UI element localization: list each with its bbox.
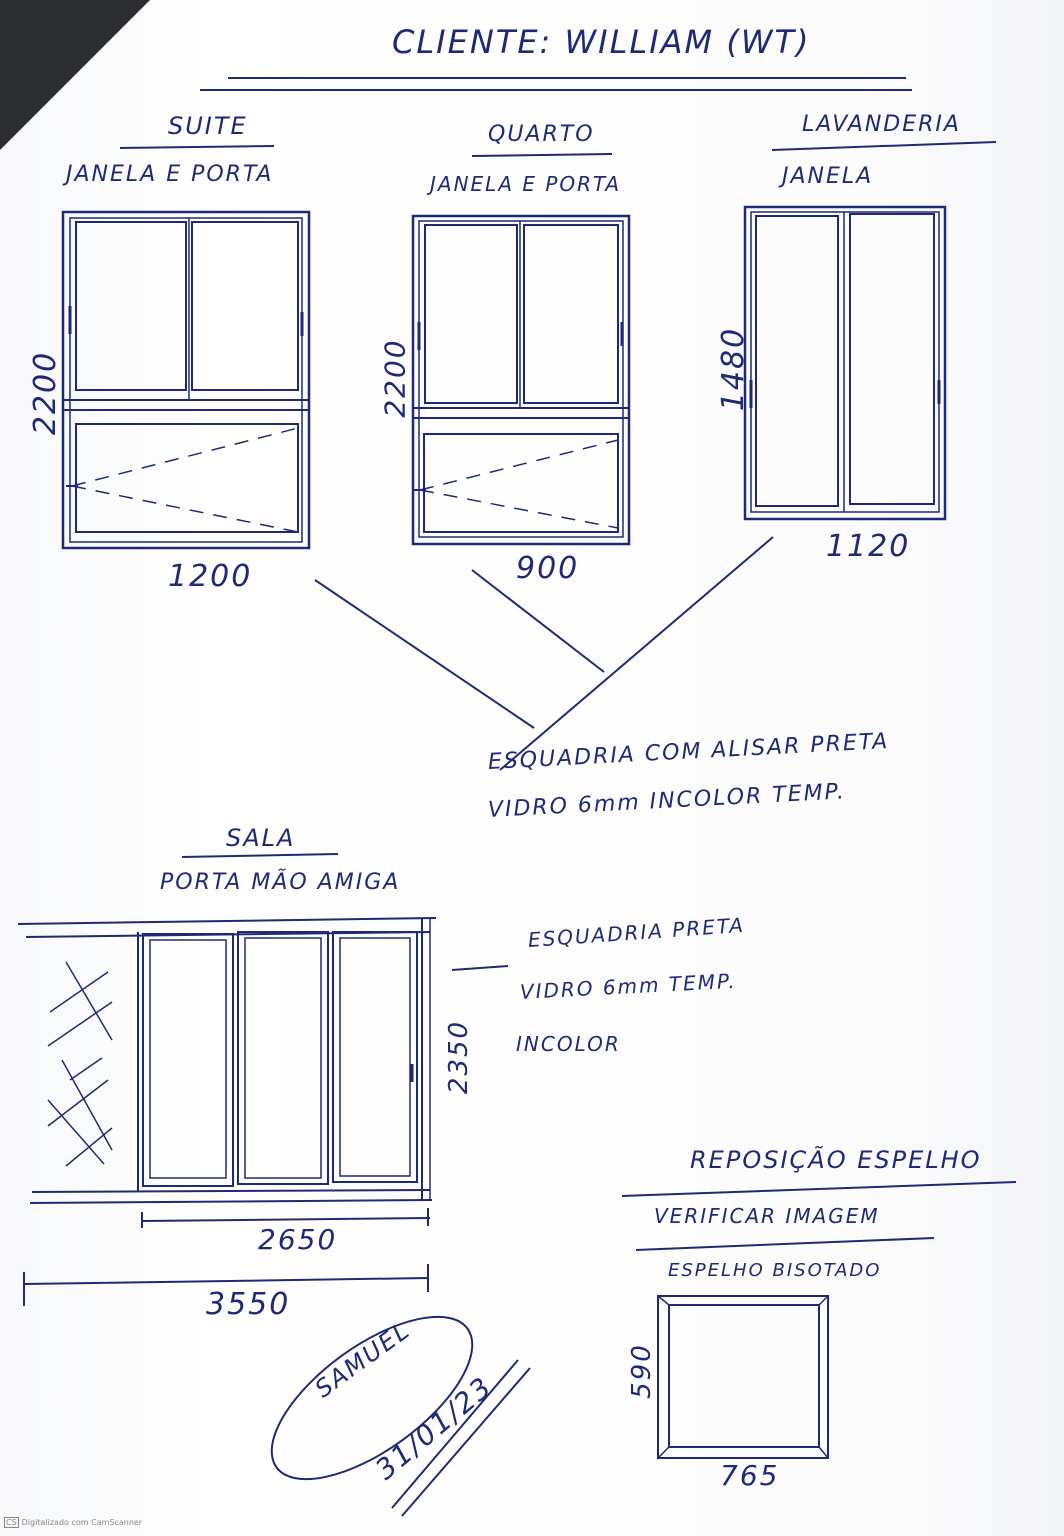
note-sala-line3: INCOLOR [516,1032,621,1056]
espelho-width-dim: 765 [720,1459,780,1492]
quarto-room-label: QUARTO [488,122,595,147]
lavanderia-type-label: JANELA [782,164,874,189]
quarto-height-dim: 2200 [378,338,412,418]
espelho-drawing [657,1295,829,1459]
lavanderia-room-label: LAVANDERIA [802,112,961,137]
sala-inner-width-dim: 2650 [258,1223,338,1256]
scanner-footer-text: Digitalizado com CamScanner [21,1518,143,1527]
lavanderia-window-drawing [743,205,947,521]
quarto-window-drawing [411,214,631,546]
suite-window-drawing [61,210,311,550]
client-title: CLIENTE: WILLIAM (WT) [392,23,811,61]
quarto-type-label: JANELA E PORTA [430,172,622,196]
sala-type-label: PORTA MÃO AMIGA [160,870,401,895]
espelho-title: REPOSIÇÃO ESPELHO [690,1146,982,1174]
sala-height-dim: 2350 [444,1019,475,1095]
suite-room-label: SUITE [168,112,248,140]
suite-type-label: JANELA E PORTA [66,162,274,187]
lavanderia-width-dim: 1120 [826,529,911,564]
sala-room-label: SALA [226,824,296,852]
espelho-subtitle: VERIFICAR IMAGEM [654,1204,880,1228]
page-corner-shadow [0,0,150,150]
quarto-width-dim: 900 [516,551,580,586]
espelho-height-dim: 590 [626,1343,657,1399]
suite-width-dim: 1200 [168,559,253,594]
scanner-badge: CS [4,1517,19,1528]
lavanderia-height-dim: 1480 [716,326,752,412]
espelho-type-label: ESPELHO BISOTADO [668,1260,882,1281]
suite-height-dim: 2200 [28,350,64,436]
sala-total-width-dim: 3550 [206,1287,291,1322]
sala-door-drawing [17,917,437,1204]
